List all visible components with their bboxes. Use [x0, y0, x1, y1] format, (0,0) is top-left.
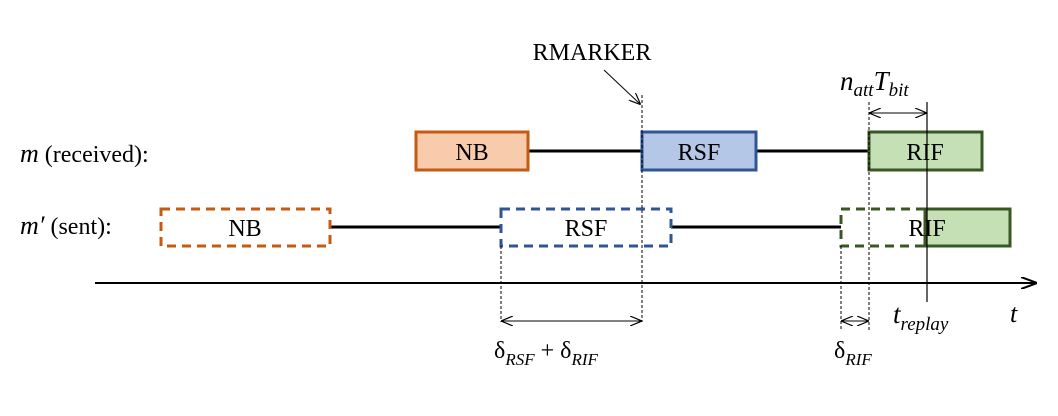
- rmarker-label: RMARKER: [533, 40, 652, 66]
- received-rsf-label: RSF: [678, 140, 721, 166]
- received-nb-box: [414, 130, 530, 172]
- received-rsf-box: [640, 130, 758, 172]
- natt-tbit-label: nattTbit: [840, 66, 909, 101]
- treplay-label: treplay: [893, 299, 949, 335]
- received-rif-box: [867, 130, 984, 172]
- row-label-received: m (received):: [20, 139, 149, 168]
- received-nb-label: NB: [455, 140, 488, 166]
- row-label-sent: m′ (sent):: [20, 211, 112, 240]
- delta-rif-label: δRIF: [834, 338, 872, 369]
- time-axis-label: t: [1010, 299, 1018, 328]
- rmarker-pointer: [603, 69, 640, 104]
- sent-rif-shifted-box: [923, 207, 1012, 248]
- sent-rsf-label: RSF: [565, 216, 608, 242]
- received-rif-label: RIF: [906, 140, 943, 166]
- sent-nb-label: NB: [228, 216, 261, 242]
- sent-nb-box: [159, 207, 332, 248]
- sent-rsf-box: [499, 207, 673, 248]
- delta-sum-label: δRSF + δRIF: [494, 338, 598, 369]
